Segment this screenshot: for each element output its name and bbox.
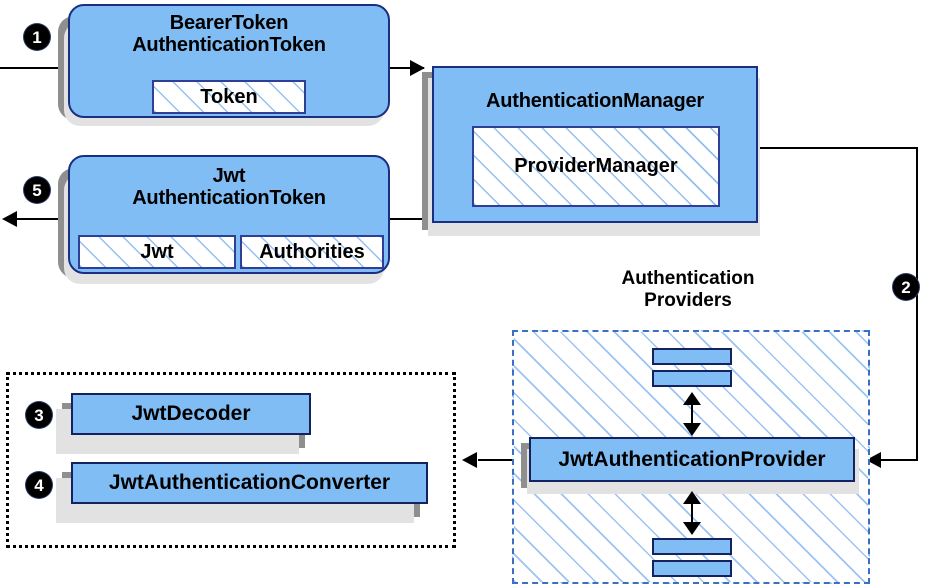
provider-placeholder-bar-1	[652, 348, 732, 365]
bearer-token-title-line2: AuthenticationToken	[132, 34, 326, 57]
step-marker-2-number: 2	[901, 277, 911, 297]
authentication-manager-title: AuthenticationManager	[485, 90, 705, 112]
arrowhead-provider-up	[683, 392, 701, 405]
provider-placeholder-bar-3	[652, 538, 732, 555]
step-marker-4: 4	[26, 472, 52, 498]
step-marker-1: 1	[24, 24, 50, 50]
inner-box-token-label: Token	[200, 85, 258, 108]
node-jwt-authentication-provider[interactable]: JwtAuthenticationProvider	[529, 437, 855, 482]
node-jwt-decoder[interactable]: JwtDecoder	[71, 393, 311, 435]
connector-provider-down	[691, 497, 693, 525]
inner-box-jwt-label: Jwt	[140, 240, 174, 263]
step-marker-4-number: 4	[34, 475, 44, 495]
bearer-token-title-line1: BearerToken	[169, 12, 289, 34]
arrowhead-provider-down	[683, 522, 701, 535]
connector-manager-right	[758, 147, 918, 149]
step-marker-5-number: 5	[32, 180, 42, 200]
authentication-providers-caption-line2: Providers	[644, 289, 732, 311]
arrowhead-response-out	[2, 211, 17, 227]
inner-box-token[interactable]: Token	[152, 80, 306, 114]
authentication-providers-caption: Authentication Providers	[588, 268, 788, 312]
arrowhead-provider-down-up	[683, 491, 701, 504]
inner-box-authorities[interactable]: Authorities	[240, 235, 384, 269]
step-marker-3: 3	[26, 402, 52, 428]
node-jwt-authentication-token[interactable]: Jwt AuthenticationToken Jwt Authorities	[68, 155, 390, 274]
node-bearer-token-authentication-token[interactable]: BearerToken AuthenticationToken Token	[68, 4, 390, 118]
authentication-providers-caption-line1: Authentication	[621, 268, 755, 289]
step-marker-1-number: 1	[32, 27, 42, 47]
node-authentication-manager[interactable]: AuthenticationManager ProviderManager	[432, 66, 758, 223]
inner-box-provider-manager-label: ProviderManager	[514, 155, 678, 177]
provider-placeholder-bar-2	[652, 370, 732, 387]
connector-manager-to-provider	[866, 459, 918, 461]
connector-provider-to-support	[478, 459, 524, 461]
inner-box-jwt[interactable]: Jwt	[78, 235, 236, 269]
node-jwt-authentication-converter[interactable]: JwtAuthenticationConverter	[71, 462, 428, 504]
jwt-token-title: Jwt AuthenticationToken	[70, 165, 388, 210]
step-marker-3-number: 3	[34, 405, 44, 425]
jwt-token-title-line2: AuthenticationToken	[132, 187, 326, 210]
arrowhead-into-support-group	[462, 452, 477, 468]
jwt-decoder-label: JwtDecoder	[131, 402, 251, 425]
jwt-token-title-line1: Jwt	[212, 165, 246, 187]
inner-box-provider-manager[interactable]: ProviderManager	[472, 126, 720, 207]
bearer-token-title: BearerToken AuthenticationToken	[70, 12, 388, 57]
connector-provider-up	[691, 398, 693, 426]
arrowhead-provider-up-down	[683, 423, 701, 436]
connector-bearer-to-manager	[390, 67, 424, 69]
group-jwt-support	[6, 372, 456, 548]
provider-placeholder-bar-4	[652, 560, 732, 577]
step-marker-5: 5	[24, 177, 50, 203]
jwt-authentication-provider-label: JwtAuthenticationProvider	[558, 447, 826, 471]
connector-manager-down	[916, 147, 918, 460]
arrowhead-into-manager	[410, 60, 425, 76]
jwt-authentication-converter-label: JwtAuthenticationConverter	[108, 471, 391, 494]
connector-response-out	[16, 218, 74, 220]
connector-request-in	[0, 67, 72, 69]
connector-manager-to-jwt-token	[390, 218, 434, 220]
inner-box-authorities-label: Authorities	[259, 240, 365, 263]
step-marker-2: 2	[893, 274, 919, 300]
